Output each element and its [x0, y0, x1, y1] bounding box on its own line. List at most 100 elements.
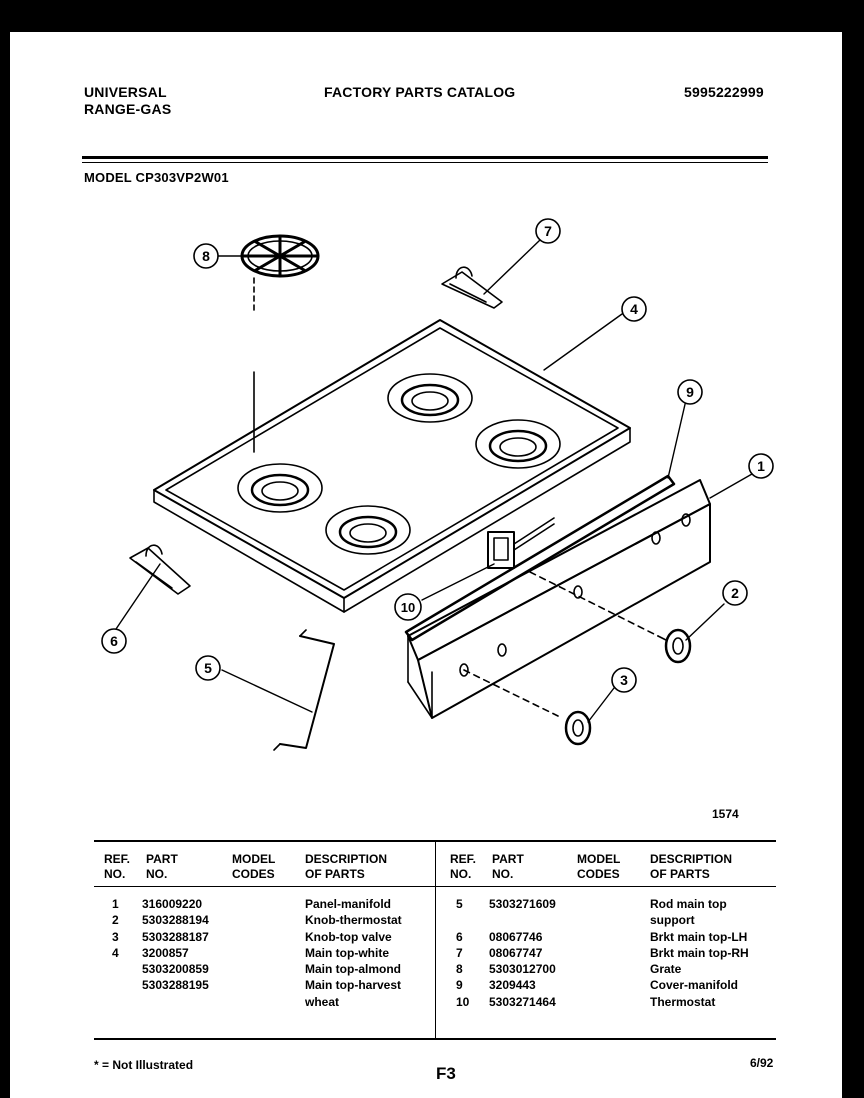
table-cell: Main top-almond — [305, 962, 401, 977]
table-cell: Panel-manifold — [305, 897, 392, 911]
left-description-column: Panel-manifold Knob-thermostat Knob-top … — [305, 896, 402, 1010]
table-cell: 6 — [456, 929, 463, 944]
table-cell: 5303271609 — [489, 897, 556, 911]
right-part-column: 5303271609 08067746 08067747 5303012700 … — [489, 896, 556, 1010]
table-cell: Rod main top — [650, 897, 727, 911]
header-rule-thick — [82, 156, 768, 159]
figure-number: 1574 — [712, 807, 739, 821]
callout-5: 5 — [195, 655, 221, 681]
callout-7: 7 — [535, 218, 561, 244]
main-top-part — [153, 319, 631, 613]
table-cell: 316009220 — [142, 897, 203, 911]
table-cell: wheat — [305, 994, 340, 1009]
table-cell: 5 — [456, 897, 463, 911]
burner-back-left — [237, 463, 323, 513]
table-cell: 5303200859 — [142, 962, 209, 977]
table-cell: 5303271464 — [489, 994, 556, 1009]
burner-front-left — [325, 505, 411, 555]
table-cell — [142, 994, 209, 1010]
callouts: 8 7 4 9 1 2 3 — [101, 218, 774, 693]
table-cell — [456, 912, 469, 928]
callout-1: 1 — [748, 453, 774, 479]
right-ref-column: 5 6 7 8 9 10 — [456, 896, 469, 1010]
table-cell — [112, 961, 119, 977]
rod-main-top-support-part — [273, 629, 335, 751]
model-label: MODEL — [84, 170, 132, 185]
table-cell: 3 — [112, 929, 119, 944]
table-cell — [112, 977, 119, 993]
table-cell: 08067747 — [489, 945, 543, 960]
table-cell: 8 — [456, 962, 463, 977]
callout-9: 9 — [677, 379, 703, 405]
header-rule-thin — [82, 162, 768, 163]
table-cell: 5303288194 — [142, 913, 209, 928]
callout-9-label: 9 — [686, 384, 694, 400]
table-divider — [435, 840, 436, 1038]
callout-3-label: 3 — [620, 672, 628, 688]
callout-6: 6 — [101, 628, 127, 654]
model-line: MODEL CP303VP2W01 — [84, 170, 229, 185]
callout-3: 3 — [611, 667, 637, 693]
table-cell: Main top-harvest — [305, 978, 402, 993]
table-cell: Thermostat — [650, 994, 716, 1009]
bracket-lh-part — [129, 544, 191, 595]
cover-manifold-part — [404, 474, 676, 642]
exploded-parts-diagram: 8 7 4 9 1 2 3 — [101, 218, 774, 821]
right-header-ref: REF.NO. — [450, 852, 477, 881]
table-cell: Brkt main top-LH — [650, 929, 748, 944]
callout-2-label: 2 — [731, 585, 739, 601]
panel-manifold-part — [407, 479, 711, 719]
table-cell: 3209443 — [489, 978, 536, 993]
callout-10-label: 10 — [401, 600, 415, 615]
leader-lines — [113, 239, 753, 723]
right-description-column: Rod main top support Brkt main top-LH Br… — [650, 896, 749, 1010]
table-cell: Knob-thermostat — [305, 913, 402, 928]
table-cell: 7 — [456, 945, 463, 960]
bracket-rh-part — [441, 266, 503, 309]
callout-8: 8 — [193, 243, 219, 269]
table-cell — [112, 994, 119, 1010]
not-illustrated-note: * = Not Illustrated — [94, 1058, 194, 1072]
grate-part — [240, 234, 320, 453]
brand-block: UNIVERSAL RANGE-GAS — [84, 84, 171, 118]
table-cell: 10 — [456, 994, 470, 1009]
callout-6-label: 6 — [110, 633, 118, 649]
callout-5-label: 5 — [204, 660, 212, 676]
model-number: CP303VP2W01 — [135, 170, 229, 185]
table-cell: 3200857 — [142, 945, 189, 960]
table-cell: Grate — [650, 962, 682, 977]
page-number: F3 — [436, 1064, 456, 1083]
revision-date: 6/92 — [750, 1056, 774, 1070]
callout-2: 2 — [722, 580, 748, 606]
left-part-column: 316009220 5303288194 5303288187 3200857 … — [142, 896, 209, 1010]
brand-line-2: RANGE-GAS — [84, 101, 172, 117]
table-cell: Main top-white — [305, 945, 389, 960]
left-header-ref: REF.NO. — [104, 852, 131, 881]
callout-4: 4 — [621, 296, 647, 322]
table-cell: Knob-top valve — [305, 929, 392, 944]
catalog-title: FACTORY PARTS CATALOG — [324, 84, 516, 100]
table-cell: 2 — [112, 913, 119, 928]
table-cell: 5303012700 — [489, 962, 556, 977]
table-cell: 1 — [112, 897, 119, 911]
table-cell — [489, 912, 556, 928]
table-cell: 5303288187 — [142, 929, 209, 944]
table-cell: Cover-manifold — [650, 978, 739, 993]
table-cell: 4 — [112, 945, 119, 960]
parts-catalog-page: UNIVERSAL RANGE-GAS FACTORY PARTS CATALO… — [10, 32, 842, 1098]
table-cell: 5303288195 — [142, 978, 209, 993]
left-ref-column: 1 2 3 4 — [112, 896, 119, 1010]
table-cell: 9 — [456, 978, 463, 993]
burner-back-right — [387, 373, 473, 423]
table-rule-bottom — [94, 1038, 776, 1040]
table-cell: 08067746 — [489, 929, 543, 944]
table-cell: Brkt main top-RH — [650, 945, 749, 960]
callout-1-label: 1 — [757, 458, 765, 474]
brand-line-1: UNIVERSAL — [84, 84, 167, 100]
thermostat-part — [487, 517, 555, 569]
